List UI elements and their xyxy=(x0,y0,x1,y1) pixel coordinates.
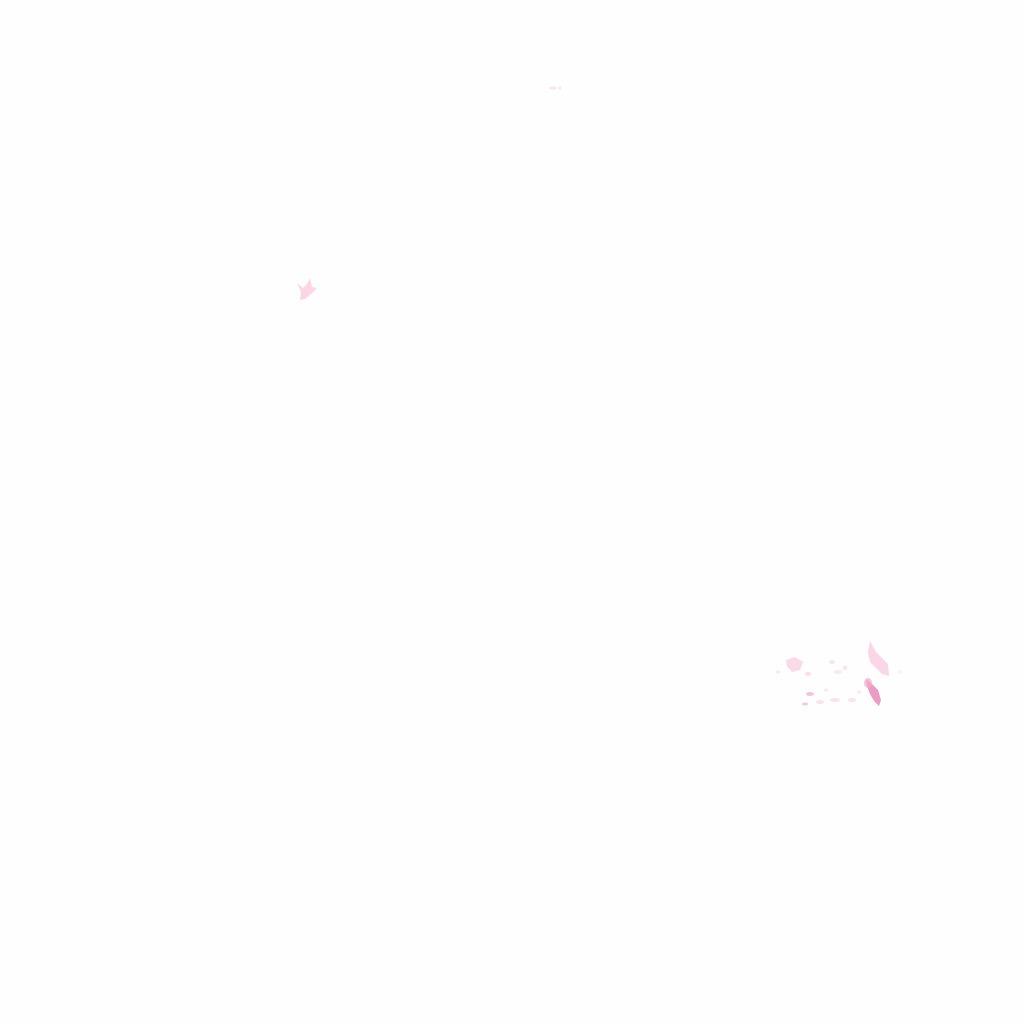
overlay-patch-left xyxy=(297,278,317,300)
overlay-patch-top xyxy=(549,86,562,90)
overlay-patch-right xyxy=(776,641,902,706)
